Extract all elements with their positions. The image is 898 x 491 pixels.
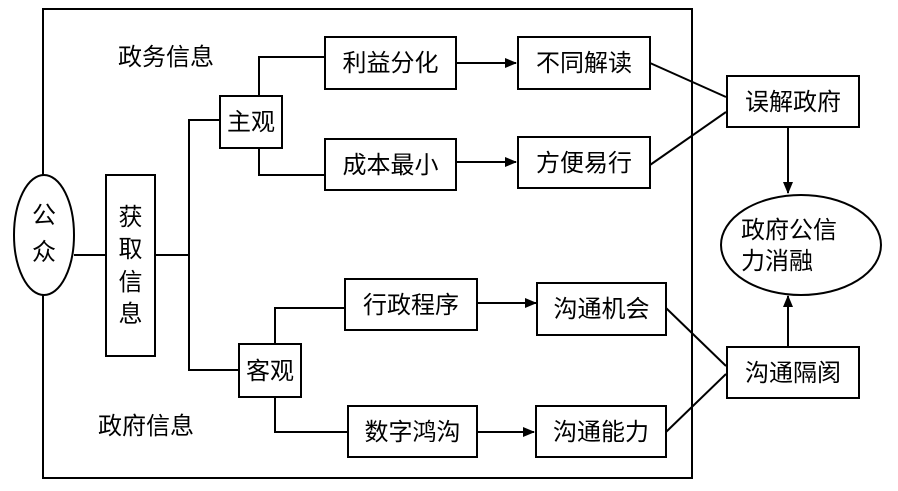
interest-division-text: 利益分化 bbox=[342, 49, 439, 77]
public-ellipse bbox=[13, 174, 75, 296]
acquire-char-1: 获 bbox=[118, 202, 143, 231]
subjective-text: 主观 bbox=[227, 108, 275, 136]
gov-info-label: 政府信息 bbox=[98, 412, 194, 440]
comm-opportunity-box: 沟通机会 bbox=[536, 282, 667, 336]
comm-barrier-text: 沟通隔阂 bbox=[745, 358, 841, 387]
admin-procedure-box: 行政程序 bbox=[344, 278, 478, 331]
comm-ability-text: 沟通能力 bbox=[553, 417, 649, 446]
public-label: 公 众 bbox=[32, 197, 56, 271]
interest-division-box: 利益分化 bbox=[324, 36, 457, 90]
convenient-box: 方便易行 bbox=[517, 136, 651, 189]
convenient-text: 方便易行 bbox=[536, 148, 632, 177]
gov-affairs-info-label: 政务信息 bbox=[118, 43, 214, 71]
subjective-box: 主观 bbox=[219, 95, 283, 149]
public-char-1: 公 bbox=[32, 201, 56, 229]
credibility-line-2: 力消融 bbox=[741, 247, 813, 276]
cost-minimal-box: 成本最小 bbox=[324, 138, 457, 191]
acquire-info-box: 获 取 信 息 bbox=[105, 174, 156, 357]
objective-box: 客观 bbox=[238, 343, 302, 398]
acquire-char-3: 信 bbox=[118, 267, 143, 296]
credibility-ellipse bbox=[720, 194, 882, 296]
comm-barrier-box: 沟通隔阂 bbox=[726, 346, 860, 399]
public-char-2: 众 bbox=[32, 238, 56, 267]
credibility-line-1: 政府公信 bbox=[741, 216, 837, 244]
misunderstand-gov-box: 误解政府 bbox=[726, 75, 860, 128]
diff-interpretation-box: 不同解读 bbox=[517, 36, 651, 90]
acquire-char-4: 息 bbox=[118, 299, 143, 328]
comm-opportunity-text: 沟通机会 bbox=[553, 295, 650, 323]
credibility-label: 政府公信 力消融 bbox=[741, 215, 861, 277]
diff-interpretation-text: 不同解读 bbox=[536, 49, 632, 77]
comm-ability-box: 沟通能力 bbox=[535, 405, 667, 458]
objective-text: 客观 bbox=[246, 356, 294, 385]
admin-procedure-text: 行政程序 bbox=[363, 290, 459, 319]
misunderstand-gov-text: 误解政府 bbox=[745, 87, 841, 116]
cost-minimal-text: 成本最小 bbox=[342, 150, 439, 179]
acquire-char-2: 取 bbox=[118, 235, 143, 264]
digital-divide-box: 数字鸿沟 bbox=[347, 405, 478, 458]
digital-divide-text: 数字鸿沟 bbox=[364, 417, 461, 446]
